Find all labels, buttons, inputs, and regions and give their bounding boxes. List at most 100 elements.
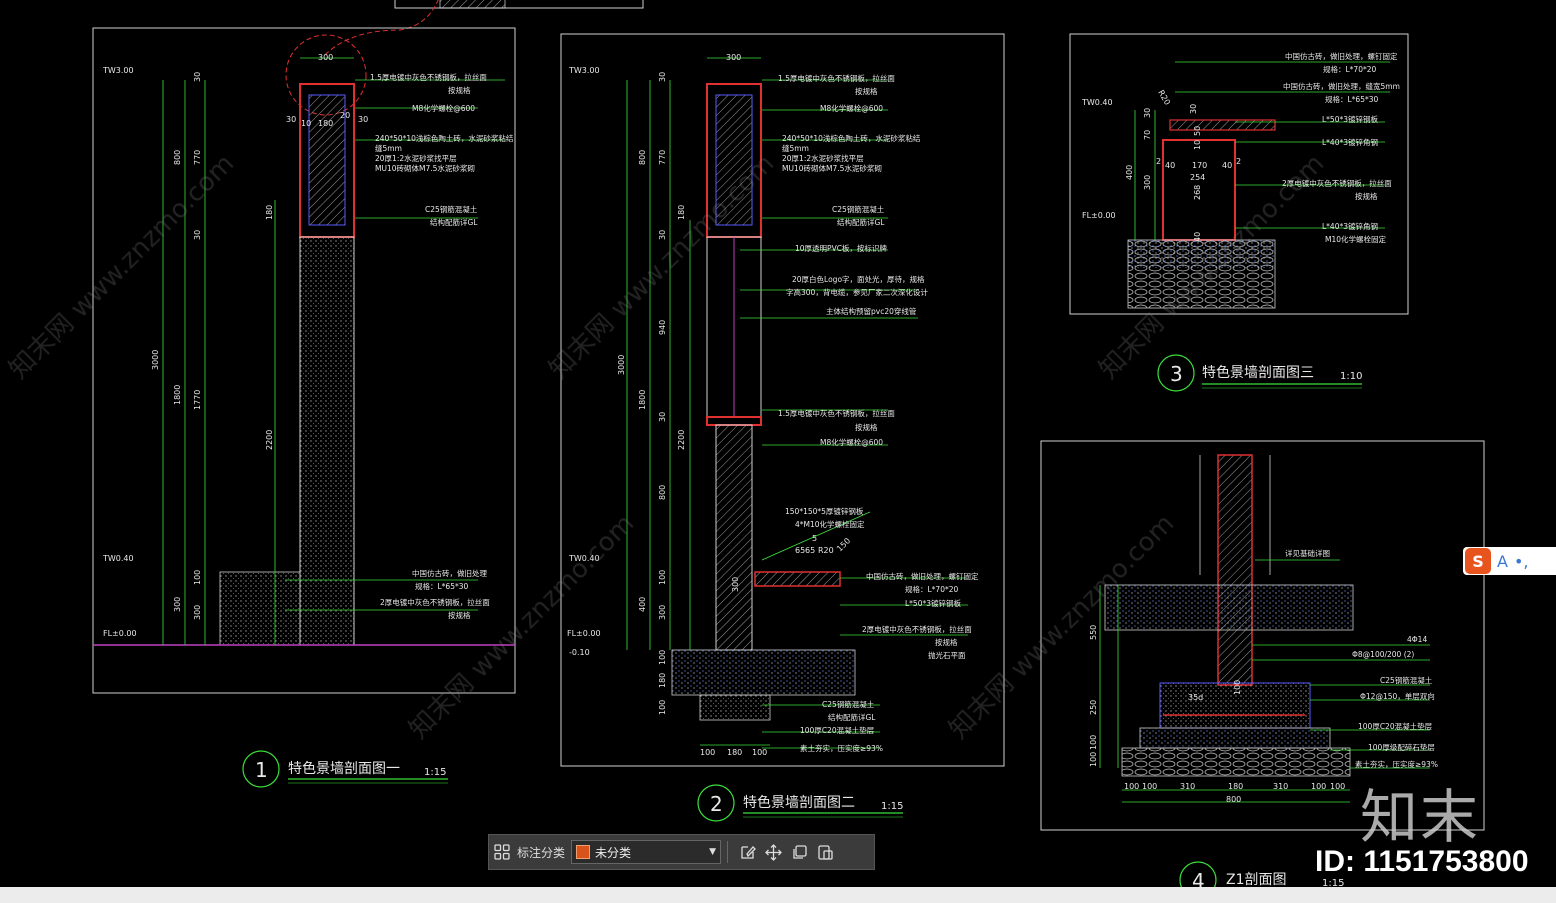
svg-text:按规格: 按规格	[855, 86, 878, 96]
svg-text:100: 100	[658, 570, 667, 585]
section-1-title[interactable]: 1 特色景墙剖面图一 1:15	[242, 750, 448, 788]
svg-text:Φ8@100/200 (2): Φ8@100/200 (2)	[1352, 650, 1414, 659]
svg-text:150: 150	[835, 536, 852, 553]
svg-text:详见基础详图: 详见基础详图	[1285, 548, 1330, 558]
svg-text:50: 50	[1193, 126, 1202, 136]
copy-icon[interactable]	[786, 839, 812, 865]
svg-text:规格：L*70*20: 规格：L*70*20	[905, 584, 958, 594]
category-label: 标注分类	[517, 845, 566, 860]
svg-text:按规格: 按规格	[448, 85, 471, 95]
svg-text:R20: R20	[818, 546, 834, 555]
svg-text:2200: 2200	[265, 430, 274, 450]
svg-text:字高300，背电缆，参见厂家二次深化设计: 字高300，背电缆，参见厂家二次深化设计	[786, 287, 928, 297]
svg-text:180: 180	[1228, 782, 1243, 791]
svg-text:MU10砖砌体M7.5水泥砂浆砌: MU10砖砌体M7.5水泥砂浆砌	[375, 163, 475, 173]
dim-total: 3000	[151, 350, 160, 370]
svg-text:940: 940	[658, 320, 667, 335]
svg-text:Φ12@150，单层双向: Φ12@150，单层双向	[1360, 691, 1435, 701]
svg-text:40: 40	[1193, 232, 1202, 242]
svg-text:TW0.40: TW0.40	[1081, 98, 1113, 107]
svg-text:70: 70	[1143, 130, 1152, 140]
svg-text:1:15: 1:15	[1322, 878, 1344, 887]
svg-text:65: 65	[795, 546, 805, 555]
brand-watermark: 知末	[1360, 783, 1481, 851]
category-color-swatch	[576, 845, 591, 859]
svg-text:规格：L*65*30: 规格：L*65*30	[1325, 94, 1378, 104]
svg-text:2厚电镀中灰色不锈钢板，拉丝面: 2厚电镀中灰色不锈钢板，拉丝面	[862, 624, 972, 634]
svg-text:中国仿古砖，做旧处理，缝宽5mm: 中国仿古砖，做旧处理，缝宽5mm	[1283, 81, 1400, 91]
svg-text:100: 100	[193, 570, 202, 585]
svg-text:2厚电镀中灰色不锈钢板，拉丝面: 2厚电镀中灰色不锈钢板，拉丝面	[380, 597, 490, 607]
svg-text:M10化学螺栓固定: M10化学螺栓固定	[1325, 234, 1387, 244]
svg-text:TW0.40: TW0.40	[568, 554, 600, 563]
svg-text:30: 30	[358, 115, 368, 124]
category-select[interactable]: 未分类 ▼	[571, 840, 722, 864]
ime-indicator[interactable]: S A •,	[1463, 547, 1556, 575]
svg-text:180: 180	[677, 205, 686, 220]
move-icon[interactable]	[760, 839, 786, 865]
svg-text:L*40*3镀锌角钢: L*40*3镀锌角钢	[1322, 137, 1378, 147]
punctuation-icon: •,	[1513, 551, 1529, 571]
svg-text:L*50*3镀锌钢板: L*50*3镀锌钢板	[1322, 114, 1378, 124]
svg-text:20厚白色Logo字，面处光，厚待，规格: 20厚白色Logo字，面处光，厚待，规格	[792, 274, 925, 284]
svg-text:缝5mm: 缝5mm	[375, 143, 402, 153]
top-partial-frame	[324, 0, 644, 56]
svg-text:100: 100	[1142, 782, 1157, 791]
svg-text:30: 30	[193, 72, 202, 82]
svg-text:结构配筋详GL: 结构配筋详GL	[430, 217, 478, 227]
svg-text:1.5厚电镀中灰色不锈钢板，拉丝面: 1.5厚电镀中灰色不锈钢板，拉丝面	[778, 73, 895, 83]
grid-icon[interactable]	[489, 839, 515, 865]
svg-text:按规格: 按规格	[1355, 191, 1378, 201]
svg-text:1.5厚电镀中灰色不锈钢板，拉丝面: 1.5厚电镀中灰色不锈钢板，拉丝面	[370, 72, 487, 82]
svg-text:主体结构预留pvc20穿线管: 主体结构预留pvc20穿线管	[826, 306, 917, 316]
svg-text:254: 254	[1190, 173, 1205, 182]
svg-text:M8化学螺栓@600: M8化学螺栓@600	[412, 103, 475, 113]
svg-text:中国仿古砖，做旧处理，螺钉固定: 中国仿古砖，做旧处理，螺钉固定	[1285, 51, 1398, 61]
section-4-title[interactable]: 4 Z1剖面图 1:15	[1179, 861, 1344, 887]
svg-text:400: 400	[1125, 165, 1134, 180]
svg-text:按规格: 按规格	[855, 422, 878, 432]
section-3[interactable]: TW0.40 FL±0.00 70 30 400 300 R20 30 50 1…	[1069, 33, 1409, 392]
chevron-down-icon: ▼	[709, 847, 717, 857]
svg-text:1: 1	[255, 758, 268, 782]
paste-icon[interactable]	[812, 839, 838, 865]
svg-text:4: 4	[1192, 869, 1205, 887]
svg-text:100厚级配碎石垫层: 100厚级配碎石垫层	[1368, 742, 1435, 752]
section-4[interactable]: 550 250 100 100 100 100 310 180 310 100 …	[1040, 440, 1485, 887]
svg-text:特色景墙剖面图三: 特色景墙剖面图三	[1202, 364, 1314, 381]
toolbar-divider	[727, 841, 729, 863]
section-4-frame	[1040, 440, 1485, 831]
svg-text:400: 400	[638, 597, 647, 612]
svg-text:结构配筋详GL: 结构配筋详GL	[828, 712, 876, 722]
svg-text:按规格: 按规格	[935, 637, 958, 647]
section-2-title[interactable]: 2 特色景墙剖面图二 1:15	[697, 784, 903, 822]
edit-icon[interactable]	[734, 839, 760, 865]
svg-text:300: 300	[658, 605, 667, 620]
svg-text:20厚1:2水泥砂浆找平层: 20厚1:2水泥砂浆找平层	[375, 153, 457, 163]
svg-text:65: 65	[805, 546, 815, 555]
svg-text:抛光石平面: 抛光石平面	[928, 650, 966, 660]
svg-text:2: 2	[1156, 157, 1161, 166]
svg-text:-0.10: -0.10	[569, 648, 590, 657]
svg-text:1800: 1800	[638, 390, 647, 410]
section-3-frame	[1069, 33, 1409, 315]
svg-text:310: 310	[1273, 782, 1288, 791]
svg-text:800: 800	[173, 150, 182, 165]
svg-text:M8化学螺栓@600: M8化学螺栓@600	[820, 437, 883, 447]
section-1[interactable]: TW3.00 TW0.40 FL±0.00 300 3000 800 1800 …	[92, 27, 516, 788]
section-2[interactable]: TW3.00 TW0.40 FL±0.00 -0.10 300 3000 800…	[560, 33, 1005, 822]
svg-text:3: 3	[1170, 362, 1183, 386]
section-1-frame	[92, 27, 516, 694]
svg-text:30: 30	[286, 115, 296, 124]
section-3-title[interactable]: 3 特色景墙剖面图三 1:10	[1157, 354, 1362, 392]
svg-text:2: 2	[1236, 157, 1241, 166]
detail-callout-circle[interactable]	[285, 34, 367, 116]
svg-text:20: 20	[340, 111, 350, 120]
level-top: TW3.00	[102, 66, 134, 75]
svg-text:5: 5	[812, 534, 817, 543]
svg-text:100: 100	[1089, 752, 1098, 767]
svg-text:按规格: 按规格	[448, 610, 471, 620]
image-id-label: ID: 1151753800	[1315, 845, 1529, 878]
svg-text:550: 550	[1089, 625, 1098, 640]
